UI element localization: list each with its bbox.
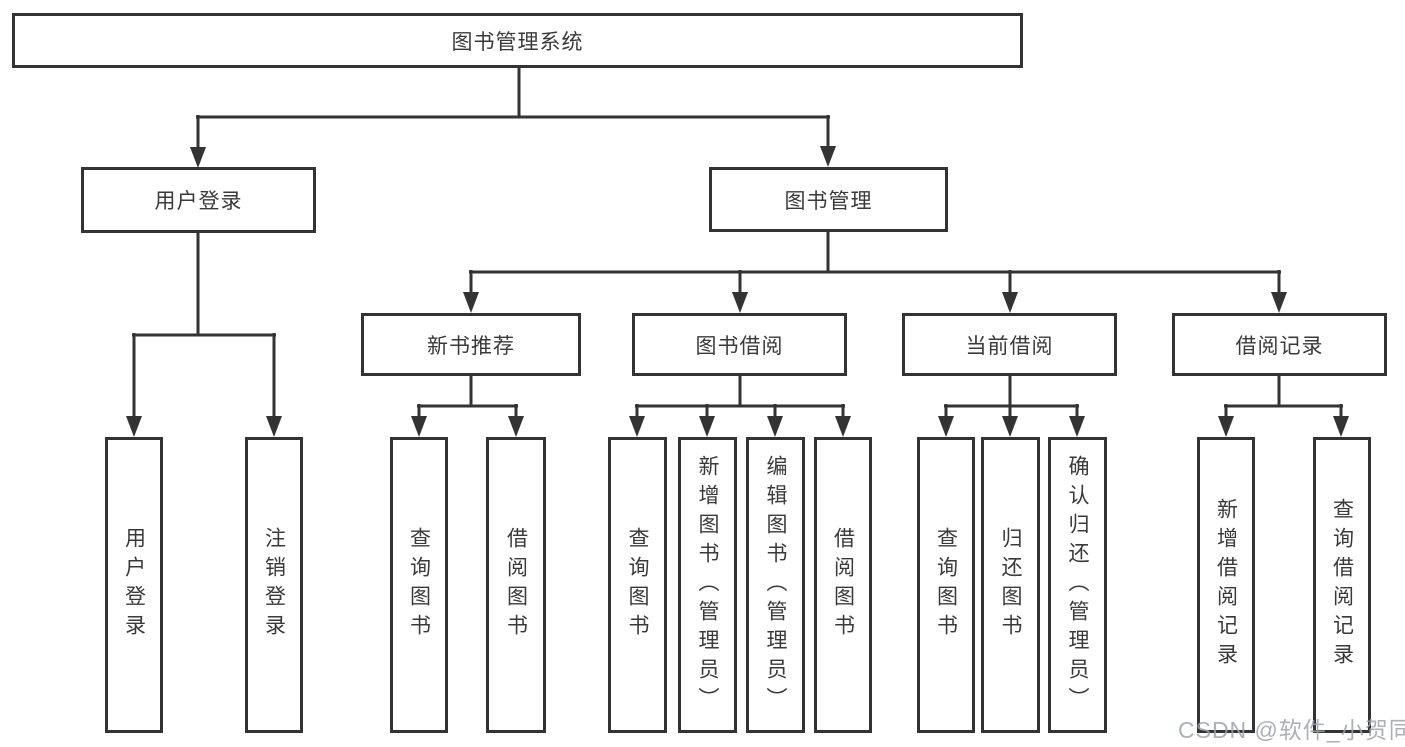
node-label: 借阅记录 [1235,334,1324,358]
leaf-borrow-edit-books-admin: 编辑图书（管理员） [746,437,805,733]
node-label: 注销登录 [262,527,286,643]
node-label: 新增借阅记录 [1214,498,1238,672]
node-label: 查询图书 [407,527,431,643]
leaf-newbook-borrow-books: 借阅图书 [486,437,546,733]
node-label: 新增图书（管理员） [696,454,720,716]
node-label: 图书管理 [784,189,873,213]
node-label: 查询图书 [626,527,650,643]
node-label: 图书管理系统 [451,30,584,54]
connector-current-borrowing [938,376,1085,437]
leaf-logout: 注销登录 [245,437,303,733]
connector-root [190,68,836,168]
node-label: 借阅图书 [831,527,855,643]
node-book-borrowing: 图书借阅 [632,313,847,376]
csdn-watermark: CSDN @软件_小贺同学 [1178,717,1405,743]
node-new-book-recommend: 新书推荐 [361,313,581,376]
connector-book-borrowing [629,376,851,437]
leaf-records-query-record: 查询借阅记录 [1313,437,1371,733]
node-label: 编辑图书（管理员） [764,454,788,716]
node-label: 归还图书 [999,527,1023,643]
leaf-current-return-books: 归还图书 [981,437,1040,733]
leaf-current-query-books: 查询图书 [917,437,975,733]
connector-book-management [463,232,1287,313]
connector-borrowing-records [1218,376,1349,437]
leaf-borrow-query-books: 查询图书 [608,437,667,733]
leaf-borrow-add-books-admin: 新增图书（管理员） [678,437,737,733]
node-current-borrowing: 当前借阅 [902,313,1117,376]
node-label: 确认归还（管理员） [1066,454,1090,716]
leaf-current-confirm-return-admin: 确认归还（管理员） [1048,437,1107,733]
leaf-newbook-query-books: 查询图书 [390,437,448,733]
node-label: 图书借阅 [695,334,784,358]
node-user-login: 用户登录 [81,167,316,233]
node-label: 用户登录 [154,190,243,213]
node-label: 当前借阅 [965,334,1054,358]
connector-new-book-recommend [411,376,524,437]
node-borrowing-records: 借阅记录 [1172,313,1387,376]
leaf-records-add-record: 新增借阅记录 [1197,437,1255,733]
node-label: 用户登录 [122,527,146,643]
connector-user-login [126,233,282,437]
node-label: 借阅图书 [504,527,528,643]
node-label: 新书推荐 [427,334,515,358]
node-label: 查询图书 [934,527,958,643]
node-label: 查询借阅记录 [1330,498,1354,672]
leaf-borrow-borrow-books: 借阅图书 [814,437,872,733]
node-book-management: 图书管理 [709,167,948,232]
leaf-user-login: 用户登录 [105,437,163,733]
node-library-system: 图书管理系统 [12,13,1023,68]
